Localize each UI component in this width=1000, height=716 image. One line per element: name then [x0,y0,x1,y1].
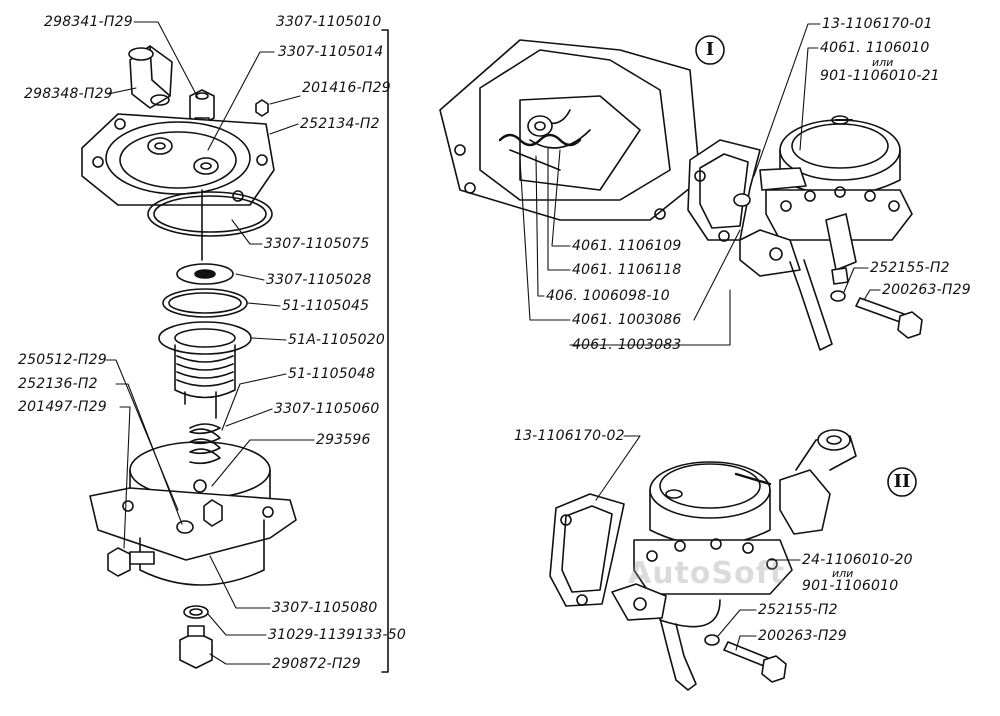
spring-and-body [89,423,297,669]
bolt-view-one [855,297,923,339]
label-901-1106010: 901-1106010 [802,578,899,594]
view-one-marker: I [705,39,715,60]
label-3307-1105060: 3307-1105060 [274,401,380,417]
gasket-view-two [549,493,625,607]
label-51-1105045: 51-1105045 [282,298,370,314]
label-ili-two: или [832,567,854,580]
engine-block-mount [439,39,701,221]
label-4061-1003086: 4061. 1003086 [572,312,682,328]
label-901-1106010-21: 901-1106010-21 [820,68,940,84]
fuel-pump-view-one [733,115,913,351]
gasket-view-one [687,139,761,242]
assembly-bracket [381,29,389,673]
elbow-fitting-view-two [779,429,857,535]
label-200263-view-one: 200263-П29 [882,282,971,298]
washer-view-one [830,290,846,302]
view-two-marker: II [893,471,911,492]
view-one-marker-circle [695,35,725,65]
label-201416: 201416-П29 [302,80,391,96]
view-one-leaders [519,23,881,346]
label-252134: 252134-П2 [300,116,380,132]
view-two-marker-circle [887,467,917,497]
label-252155-view-one: 252155-П2 [870,260,950,276]
label-4061-1106109: 4061. 1106109 [572,238,682,254]
label-ili-one: или [872,56,894,69]
bolt-view-two [723,641,787,683]
label-31029-1139133-50: 31029-1139133-50 [268,627,407,643]
label-4061-1106118: 4061. 1106118 [572,262,682,278]
label-298341: 298341-П29 [44,14,133,30]
washer-view-two [704,634,720,646]
label-3307-1105028: 3307-1105028 [266,272,372,288]
label-298348: 298348-П29 [24,86,113,102]
label-3307-1105075: 3307-1105075 [264,236,370,252]
diaphragm-stack [158,263,252,419]
label-3307-1105010: 3307-1105010 [276,14,382,30]
label-13-1106170-02: 13-1106170-02 [514,428,625,444]
label-250512: 250512-П29 [18,352,107,368]
label-201497: 201497-П29 [18,399,107,415]
label-24-1106010-20: 24-1106010-20 [802,552,913,568]
label-4061-1003083: 4061. 1003083 [572,337,682,353]
label-4061-1106010: 4061. 1106010 [820,40,930,56]
label-290872: 290872-П29 [272,656,361,672]
label-51-1105048: 51-1105048 [288,366,376,382]
left-leaders [105,21,315,665]
fuel-pump-view-two [611,461,793,691]
pump-top-cover-group [81,45,275,261]
label-293596: 293596 [316,432,371,448]
label-252136: 252136-П2 [18,376,98,392]
watermark: AutoSoft [628,556,786,591]
label-13-1106170-01: 13-1106170-01 [822,16,933,32]
label-252155-view-two: 252155-П2 [758,602,838,618]
label-3307-1105014: 3307-1105014 [278,44,384,60]
label-51a-1105020: 51А-1105020 [288,332,385,348]
view-two-leaders [595,435,801,651]
label-3307-1105080: 3307-1105080 [272,600,378,616]
label-406-1006098-10: 406. 1006098-10 [546,288,670,304]
label-200263-view-two: 200263-П29 [758,628,847,644]
